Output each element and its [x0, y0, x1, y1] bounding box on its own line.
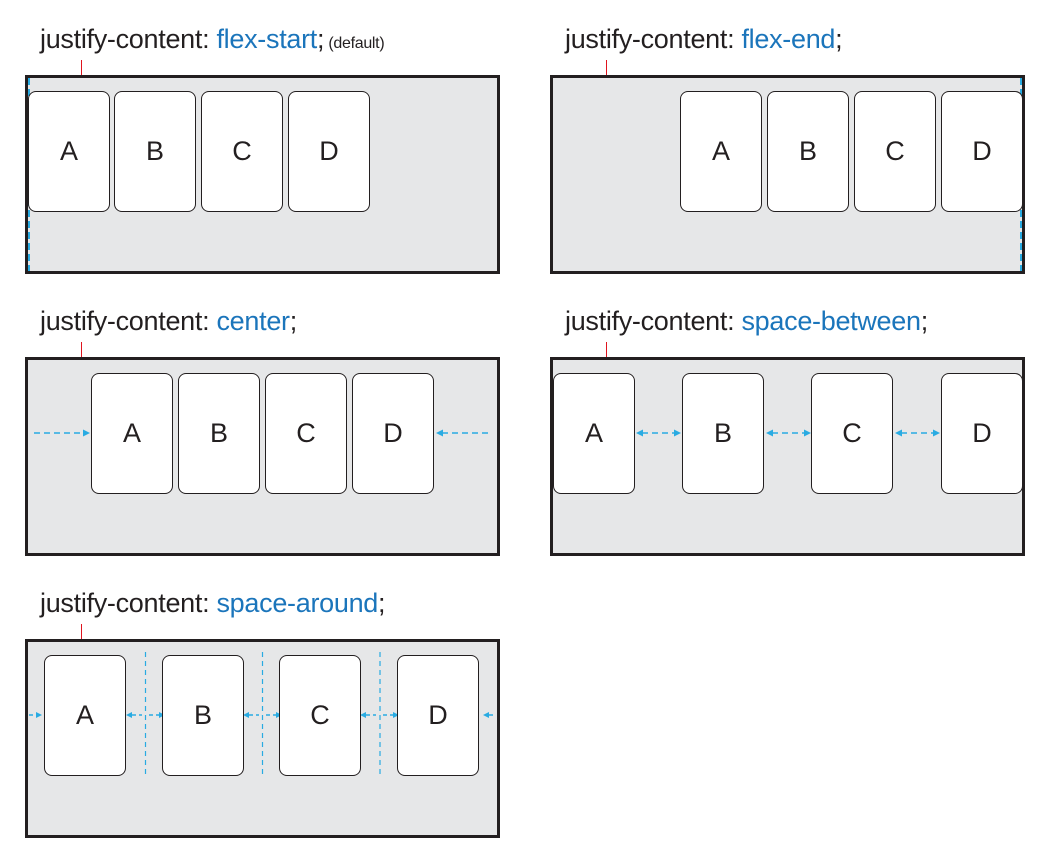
- flex-item: C: [201, 91, 283, 212]
- keyword-value: flex-end: [741, 24, 836, 54]
- flex-item: B: [767, 91, 849, 212]
- arrow-head: [636, 429, 643, 437]
- panel-title: justify-content: flex-end;: [565, 24, 843, 54]
- flex-item: B: [162, 655, 244, 776]
- flex-item: C: [854, 91, 936, 212]
- keyword-value: center: [216, 306, 290, 336]
- flex-container: A B C D: [550, 75, 1025, 274]
- flex-item: C: [811, 373, 893, 494]
- flex-item: A: [91, 373, 173, 494]
- flex-item: B: [178, 373, 260, 494]
- flex-container: A B C D: [25, 357, 500, 556]
- marker-tick: [81, 342, 82, 357]
- guide-overlay: [29, 652, 496, 777]
- flex-item: A: [553, 373, 635, 494]
- panel-title: justify-content: space-around;: [40, 588, 386, 618]
- flex-item: B: [682, 373, 764, 494]
- flex-container: A B C D: [25, 75, 500, 274]
- arrow-head: [766, 429, 773, 437]
- arrow-head: [243, 712, 249, 718]
- flex-item: A: [680, 91, 762, 212]
- arrow-head: [360, 712, 366, 718]
- flex-item: C: [265, 373, 347, 494]
- guide-overlay: [636, 429, 940, 437]
- arrow-head: [83, 429, 90, 437]
- arrow-head: [126, 712, 132, 718]
- arrow-head: [674, 429, 681, 437]
- marker-tick: [81, 624, 82, 639]
- marker-tick: [606, 342, 607, 357]
- guide-overlay: [1020, 78, 1022, 271]
- flex-container: A B C D: [25, 639, 500, 838]
- keyword-value: space-around: [216, 588, 378, 618]
- marker-tick: [81, 60, 82, 75]
- flex-item: D: [397, 655, 479, 776]
- flex-item: D: [941, 91, 1022, 212]
- panel-title: justify-content: space-between;: [565, 306, 928, 336]
- guide-overlay: [28, 78, 30, 271]
- flex-item: D: [941, 373, 1022, 494]
- flex-item: B: [114, 91, 196, 212]
- arrow-head: [393, 712, 399, 718]
- keyword-value: flex-start: [216, 24, 318, 54]
- panel-title: justify-content: center;: [40, 306, 297, 336]
- keyword-value: space-between: [741, 306, 921, 336]
- flex-item: D: [352, 373, 434, 494]
- panel-title: justify-content: flex-start; (default): [40, 24, 385, 54]
- arrow-head: [436, 429, 443, 437]
- flex-item: C: [279, 655, 361, 776]
- arrow-head: [895, 429, 902, 437]
- flex-item: D: [288, 91, 370, 212]
- flex-item: A: [28, 91, 110, 212]
- flex-container: A B C D: [550, 357, 1025, 556]
- guide-overlay: [34, 429, 491, 437]
- arrow-head: [933, 429, 940, 437]
- flex-item: A: [44, 655, 126, 776]
- arrow-head: [36, 712, 42, 718]
- arrow-head: [483, 712, 489, 718]
- arrow-head: [804, 429, 811, 437]
- default-note: (default): [324, 35, 385, 52]
- marker-tick: [606, 60, 607, 75]
